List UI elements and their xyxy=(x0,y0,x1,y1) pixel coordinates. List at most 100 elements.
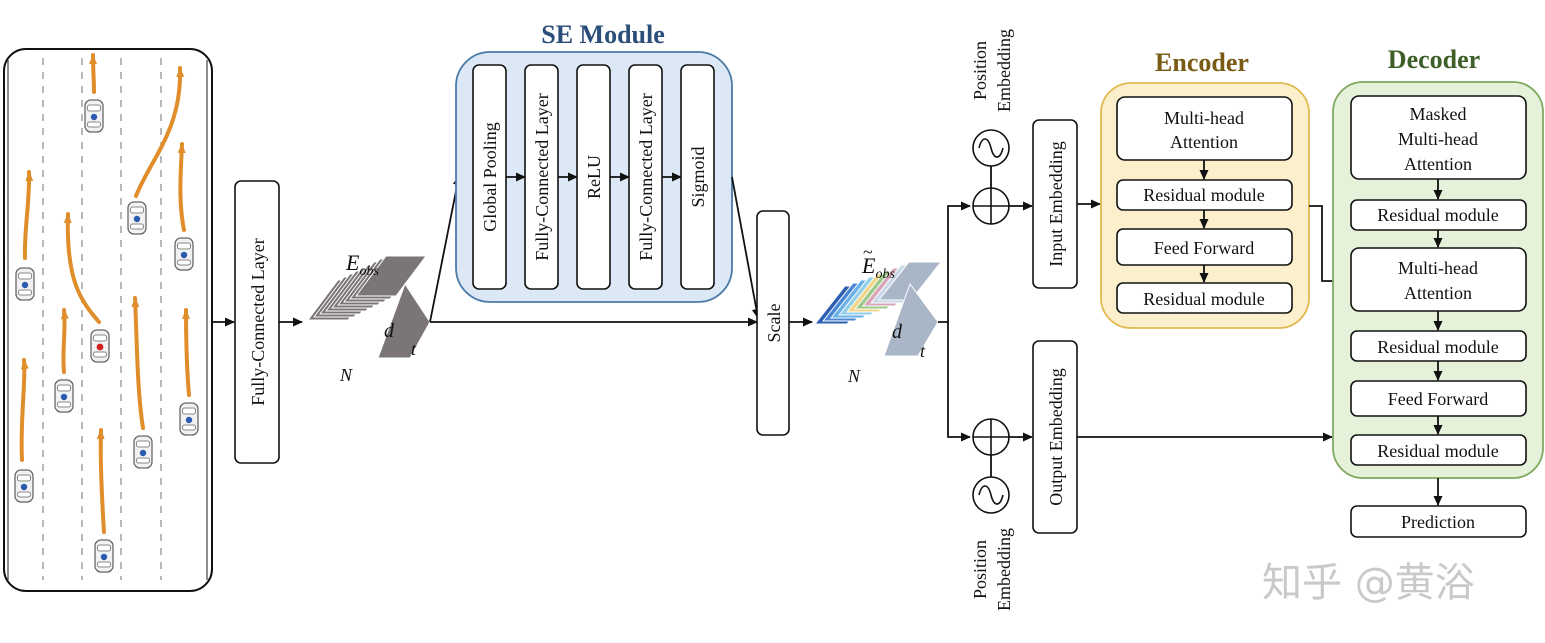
arrow xyxy=(731,176,761,319)
input-embedding-block: Input Embedding xyxy=(1032,119,1078,289)
trajectory-arrow xyxy=(177,142,186,232)
decoder-masked-attention-block: Masked Multi-head Attention xyxy=(1350,95,1527,180)
prediction-block: Prediction xyxy=(1350,505,1527,538)
sine-wave-icon xyxy=(972,129,1010,167)
decoder-feed-forward-label: Feed Forward xyxy=(1388,389,1488,409)
tensor-axis-n: N xyxy=(339,365,353,385)
watermark: 知乎 @黄浴 xyxy=(1262,560,1475,606)
vehicle xyxy=(14,469,34,503)
encoder-attention-block: Multi-head Attention xyxy=(1116,96,1293,161)
encoder-residual-label: Residual module xyxy=(1143,185,1264,205)
trajectory-arrow xyxy=(89,53,98,94)
output-embedding-block: Output Embedding xyxy=(1032,340,1078,534)
decoder-residual-label: Residual module xyxy=(1377,441,1498,461)
tensor-axis-d: d xyxy=(892,321,903,343)
encoder-attention-label: Multi-head xyxy=(1164,108,1244,128)
position-embedding-top: Position Embedding xyxy=(970,29,1014,225)
trajectory-arrow xyxy=(96,428,106,534)
se-block-label: ReLU xyxy=(584,155,604,199)
se-block-global-pooling: Global Pooling xyxy=(472,64,507,290)
trajectory-arrow xyxy=(22,170,34,260)
input-embedding-label: Input Embedding xyxy=(1046,141,1066,266)
decoder-residual-label: Residual module xyxy=(1377,205,1498,225)
trajectory-arrow xyxy=(19,358,29,462)
decoder-feed-forward: Feed Forward xyxy=(1350,380,1527,417)
se-block-sigmoid: Sigmoid xyxy=(680,64,715,290)
decoder-residual-3: Residual module xyxy=(1350,434,1527,466)
branch-line xyxy=(938,201,971,323)
encoder-residual-1: Residual module xyxy=(1116,179,1293,211)
add-operator-icon xyxy=(972,187,1010,225)
se-block-fc-layer-2: Fully-Connected Layer xyxy=(628,64,663,290)
vehicle xyxy=(15,267,35,301)
position-embedding-label: Embedding xyxy=(994,528,1014,611)
tensor-scaled-label: Eobs xyxy=(861,253,895,282)
tensor-axis-d: d xyxy=(384,320,395,342)
encoder-feed-forward: Feed Forward xyxy=(1116,228,1293,266)
se-block-label: Fully-Connected Layer xyxy=(532,93,552,260)
decoder-residual-label: Residual module xyxy=(1377,337,1498,357)
tensor-e-obs: Eobs d t N xyxy=(307,250,431,385)
fc-layer-label: Fully-Connected Layer xyxy=(248,238,268,405)
trajectory-arrow xyxy=(63,212,101,324)
output-embedding-label: Output Embedding xyxy=(1046,368,1066,506)
vehicle xyxy=(179,402,199,436)
tensor-slice xyxy=(877,261,943,301)
position-embedding-label: Position xyxy=(970,41,990,100)
fc-layer-block: Fully-Connected Layer xyxy=(234,180,280,464)
se-block-label: Fully-Connected Layer xyxy=(636,93,656,260)
tensor-scaled-tilde: ~ xyxy=(863,242,873,262)
ego-vehicle xyxy=(90,329,110,363)
vehicle xyxy=(133,435,153,469)
decoder-attention-label: Multi-head xyxy=(1398,258,1478,278)
tensor-slice xyxy=(355,255,427,297)
decoder-residual-2: Residual module xyxy=(1350,330,1527,362)
tensor-e-obs-scaled: Eobs ~ d t N xyxy=(813,242,943,386)
vehicle xyxy=(127,201,147,235)
trajectory-arrow xyxy=(134,66,185,198)
encoder: Encoder Multi-head Attention Residual mo… xyxy=(1100,48,1310,329)
tensor-axis-t: t xyxy=(411,339,417,359)
decoder: Decoder Masked Multi-head Attention Resi… xyxy=(1332,45,1544,479)
encoder-residual-label: Residual module xyxy=(1143,289,1264,309)
prediction-label: Prediction xyxy=(1401,512,1475,532)
tensor-axis-n: N xyxy=(847,366,861,386)
tensor-axis-t: t xyxy=(920,341,926,361)
tensor-e-obs-label: Eobs xyxy=(345,250,379,279)
decoder-masked-label: Masked xyxy=(1410,104,1467,124)
decoder-masked-label: Multi-head xyxy=(1398,129,1478,149)
position-embedding-label: Position xyxy=(970,540,990,599)
vehicle xyxy=(174,237,194,271)
scale-label: Scale xyxy=(764,304,784,343)
se-block-fc-layer-1: Fully-Connected Layer xyxy=(524,64,559,290)
position-embedding-label: Embedding xyxy=(994,29,1014,112)
traffic-scene xyxy=(3,48,213,592)
decoder-attention-label: Attention xyxy=(1404,283,1472,303)
se-module-title: SE Module xyxy=(541,20,665,49)
decoder-attention-block: Multi-head Attention xyxy=(1350,247,1527,312)
trajectory-arrow xyxy=(60,308,69,374)
se-module: SE Module Global Pooling Fully-Connected… xyxy=(455,20,733,303)
vehicle xyxy=(94,539,114,573)
vehicle xyxy=(84,99,104,133)
se-block-label: Global Pooling xyxy=(480,122,500,232)
sine-wave-icon xyxy=(972,476,1010,514)
add-operator-icon xyxy=(972,418,1010,456)
decoder-masked-label: Attention xyxy=(1404,154,1472,174)
position-embedding-bottom: Position Embedding xyxy=(970,418,1014,611)
decoder-residual-1: Residual module xyxy=(1350,199,1527,231)
trajectory-arrow xyxy=(131,296,145,430)
vehicle xyxy=(54,379,74,413)
se-block-relu: ReLU xyxy=(576,64,611,290)
se-block-label: Sigmoid xyxy=(688,146,708,207)
encoder-title: Encoder xyxy=(1155,48,1249,77)
encoder-attention-label: Attention xyxy=(1170,132,1238,152)
trajectory-arrow xyxy=(182,308,191,397)
road-frame xyxy=(3,48,213,592)
branch-line xyxy=(947,322,971,442)
decoder-title: Decoder xyxy=(1388,45,1480,74)
encoder-residual-2: Residual module xyxy=(1116,282,1293,314)
encoder-feed-forward-label: Feed Forward xyxy=(1154,238,1254,258)
scale-block: Scale xyxy=(756,210,790,436)
arrow xyxy=(429,175,462,323)
